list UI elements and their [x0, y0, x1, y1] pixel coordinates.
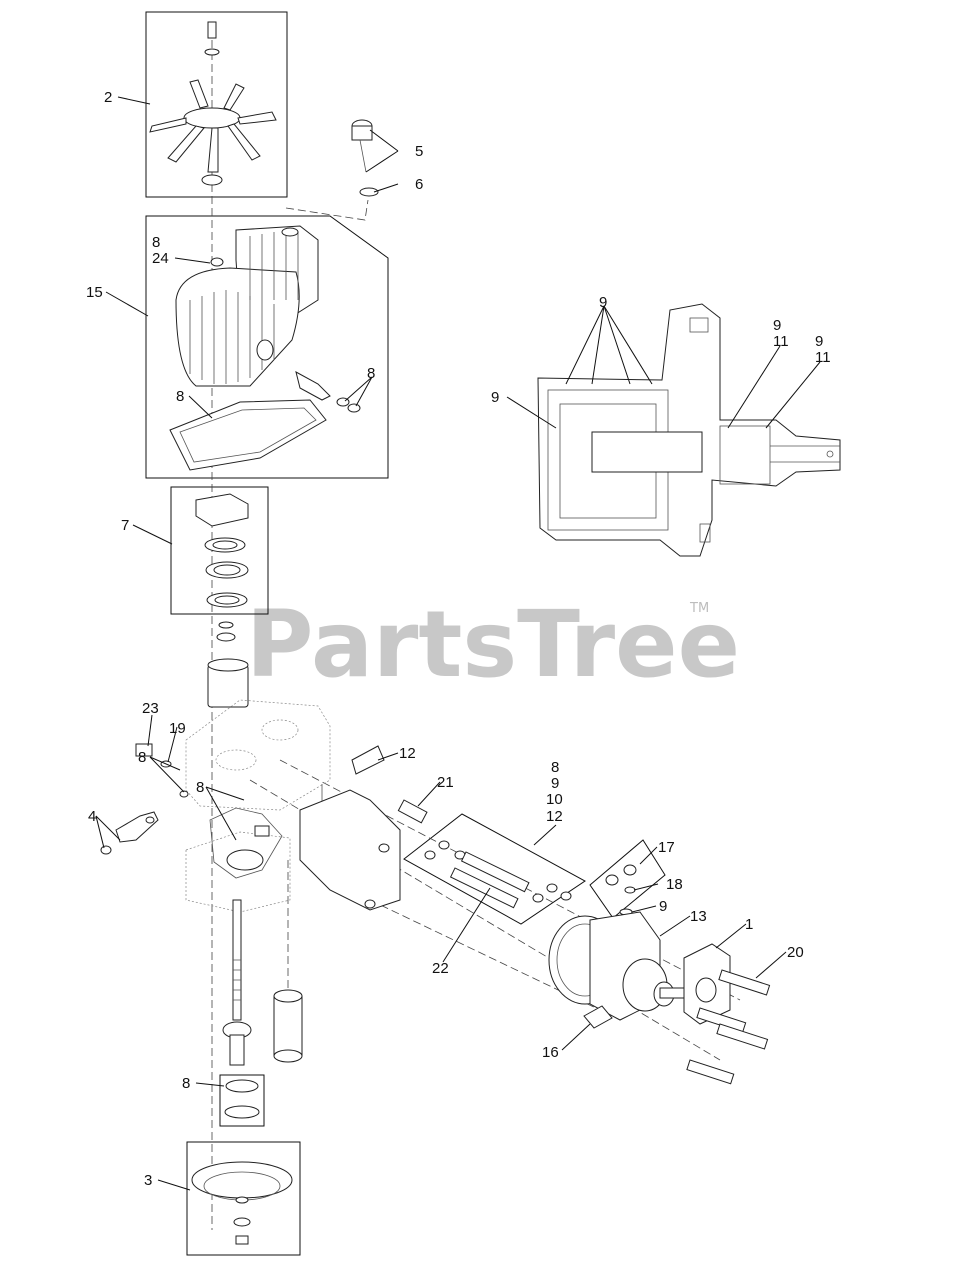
plate-and-bolts-part — [683, 943, 771, 1085]
callout-8: 8 — [367, 365, 375, 382]
callout-24: 24 — [152, 250, 169, 267]
callout-1: 1 — [745, 916, 753, 933]
housing-part — [169, 225, 361, 471]
callout-11: 11 — [815, 349, 831, 366]
seal-kit-box — [403, 813, 586, 925]
callout-13: 13 — [690, 908, 707, 925]
callout-7: 7 — [121, 517, 129, 534]
callout-16: 16 — [542, 1044, 559, 1061]
valve-kit-parts — [605, 864, 637, 916]
callout-9: 9 — [815, 333, 823, 350]
long-axis-line-3 — [369, 899, 601, 1011]
callout-15: 15 — [86, 284, 103, 301]
callout-17: 17 — [658, 839, 675, 856]
callout-2: 2 — [104, 89, 112, 106]
shaft-part — [222, 860, 303, 1066]
cylinder-block-part — [207, 621, 249, 708]
callout-12: 12 — [546, 808, 563, 825]
bracket-part — [299, 745, 428, 911]
watermark-text: PartsTree — [246, 591, 740, 698]
callout-8: 8 — [551, 759, 559, 776]
callout-9: 9 — [773, 317, 781, 334]
callout-11: 11 — [773, 333, 789, 350]
fittings-part — [100, 743, 323, 855]
callout-3: 3 — [144, 1172, 152, 1189]
seal-kit-parts — [424, 840, 572, 909]
callout-8: 8 — [138, 749, 146, 766]
pump-body-part — [185, 699, 331, 913]
callout-18: 18 — [666, 876, 683, 893]
bearing-part — [195, 493, 249, 608]
callout-4: 4 — [88, 808, 96, 825]
pulley-part — [191, 1079, 293, 1245]
callout-9: 9 — [659, 898, 667, 915]
fan-group-box — [145, 11, 288, 198]
callout-12: 12 — [399, 745, 416, 762]
callout-8: 8 — [182, 1075, 190, 1092]
fan-part — [149, 21, 277, 186]
callout-22: 22 — [432, 960, 449, 977]
leader-lines — [95, 96, 821, 1191]
callout-10: 10 — [546, 791, 563, 808]
callout-5: 5 — [415, 143, 423, 160]
callout-6: 6 — [415, 176, 423, 193]
valve-kit-box — [589, 839, 666, 919]
housing-group-box — [145, 215, 389, 479]
callout-8: 8 — [176, 388, 184, 405]
watermark-trademark: TM — [689, 601, 709, 616]
callout-9: 9 — [599, 294, 607, 311]
breather-cap-part — [351, 119, 379, 197]
callout-8: 8 — [196, 779, 204, 796]
cap-axis-line — [285, 199, 369, 221]
callout-23: 23 — [142, 700, 159, 717]
callout-9: 9 — [491, 389, 499, 406]
pulley-group-box — [186, 1141, 301, 1256]
callout-9: 9 — [551, 775, 559, 792]
callout-21: 21 — [437, 774, 454, 791]
bearing-group-box — [170, 486, 269, 615]
cross-section-assembly — [537, 303, 841, 557]
motor-part — [548, 911, 687, 1029]
callout-19: 19 — [169, 720, 186, 737]
seal-group-box — [219, 1074, 265, 1127]
callout-20: 20 — [787, 944, 804, 961]
callout-labels: 2 5 6 8 24 15 8 8 9 9 11 9 11 9 7 23 19 … — [86, 89, 831, 1189]
callout-8: 8 — [152, 234, 160, 251]
